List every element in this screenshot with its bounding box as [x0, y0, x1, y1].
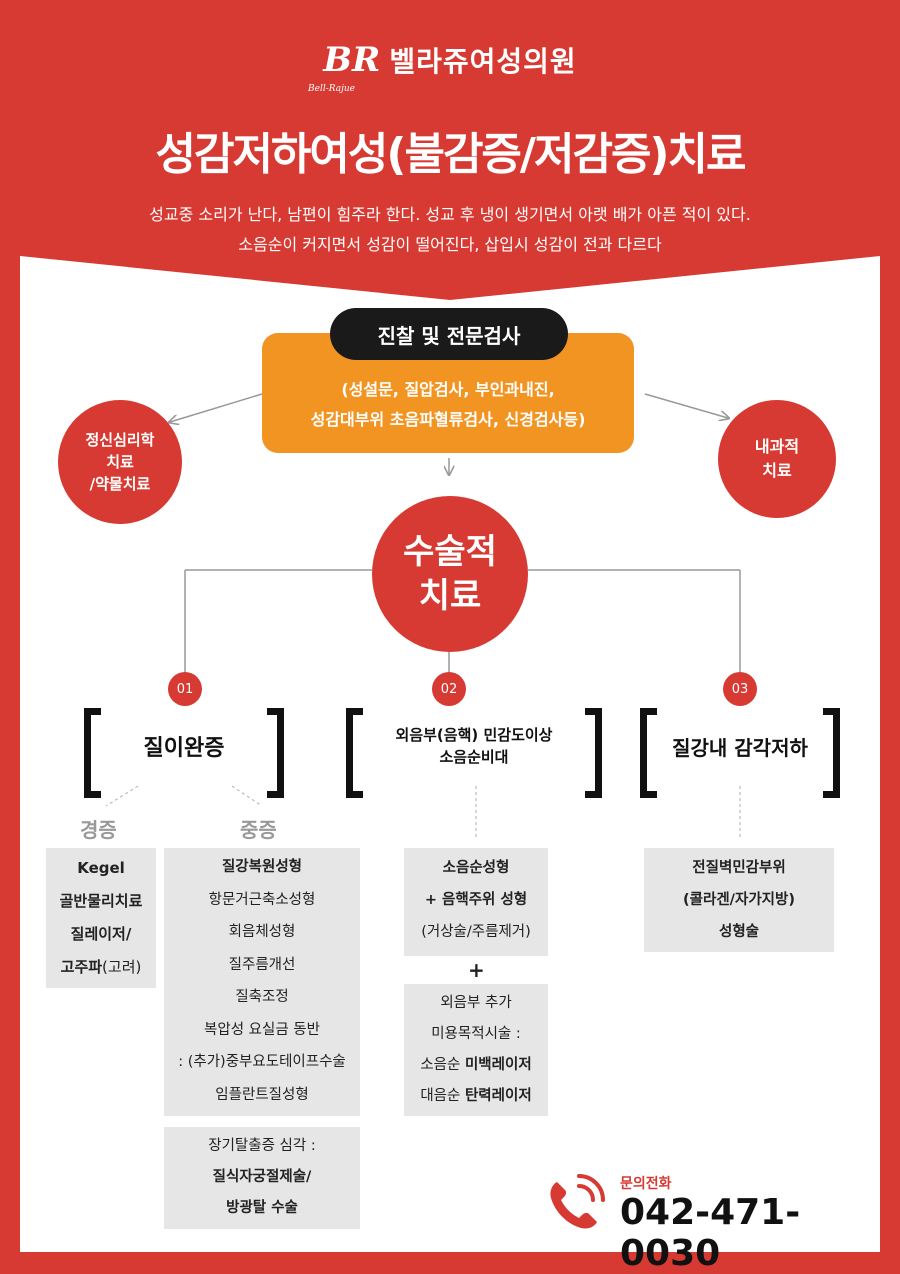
plus-sign: +: [468, 958, 485, 982]
severity-severe: 중증: [240, 818, 277, 842]
badge-02: 02: [432, 672, 466, 706]
arrow-to-medical: [644, 393, 728, 418]
vulva-line-3-bold: 미백레이저: [464, 1057, 532, 1073]
gspot-line-1: 전질벽민감부위: [692, 860, 786, 876]
phone-icon[interactable]: [543, 1172, 607, 1236]
severe-item-7: 임플란트질성형: [215, 1086, 309, 1103]
vulva-line-3: 소음순 미백레이저: [404, 1050, 548, 1081]
vulva-treatment-box: 외음부 추가 미용목적시술 : 소음순 미백레이저 대음순 탄력레이저: [404, 984, 548, 1116]
mild-treatment-box: Kegel 골반물리치료 질레이저/ 고주파(고려): [46, 848, 156, 988]
labia-line-2: + 음핵주위 성형: [424, 892, 528, 908]
surgery-line-2: 치료: [418, 576, 482, 616]
psych-line-2: 치료: [106, 453, 134, 471]
contact-label: 문의전화: [620, 1176, 672, 1192]
branch-02-line-1: 외음부(음핵) 민감도이상: [395, 726, 553, 744]
mild-item-1: Kegel: [77, 859, 125, 877]
prolapse-line-2: 질식자궁절제술/: [212, 1169, 312, 1185]
branch-01-label: 질이완증: [143, 736, 225, 761]
branch-vulva-sensitivity[interactable]: 외음부(음핵) 민감도이상 소음순비대: [346, 708, 602, 798]
severe-item-4: 질축조정: [235, 989, 289, 1005]
contact-phone[interactable]: 042-471-0030: [620, 1192, 801, 1274]
medical-treatment-circle[interactable]: 내과적 치료: [718, 400, 836, 518]
severe-item-5: 복압성 요실금 동반: [204, 1021, 320, 1038]
labia-treatment-box: 소음순성형 + 음핵주위 성형 (거상술/주름제거): [404, 848, 548, 956]
symptom-description: 성교중 소리가 난다, 남편이 힘주라 한다. 성교 후 냉이 생기면서 아랫 …: [0, 200, 900, 260]
severe-item-2: 회음체성형: [228, 924, 296, 940]
clinic-name: 벨라쥬여성의원: [389, 45, 577, 78]
vulva-line-3-normal: 소음순: [420, 1057, 465, 1073]
surgery-line-1: 수술적: [403, 532, 497, 572]
psych-line-3: /약물치료: [89, 475, 151, 493]
dash-mild: [105, 785, 139, 807]
psych-line-1: 정신심리학: [85, 431, 155, 449]
symptom-line-1: 성교중 소리가 난다, 남편이 힘주라 한다. 성교 후 냉이 생기면서 아랫 …: [149, 205, 751, 224]
vulva-line-2: 미용목적시술 :: [431, 1026, 521, 1042]
labia-line-1: 소음순성형: [442, 860, 510, 876]
severe-item-3: 질주름개선: [228, 956, 296, 973]
vulva-line-1: 외음부 추가: [440, 995, 512, 1011]
exam-line-1: (성설문, 질압검사, 부인과내진,: [341, 380, 555, 399]
dash-severe: [231, 785, 263, 807]
gspot-line-3: 성형술: [718, 924, 760, 940]
vulva-line-4-normal: 대음순: [420, 1088, 465, 1104]
mild-item-2: 골반물리치료: [59, 892, 143, 910]
labia-line-3: (거상술/주름제거): [421, 924, 531, 940]
exam-pill[interactable]: 진찰 및 전문검사: [330, 308, 568, 360]
exam-line-2: 성감대부위 초음파혈류검사, 신경검사등): [310, 410, 586, 429]
vulva-line-4: 대음순 탄력레이저: [404, 1081, 548, 1112]
medical-line-1: 내과적: [754, 437, 800, 456]
branch-vaginal-laxity[interactable]: 질이완증: [84, 708, 284, 798]
mild-item-4: 고주파(고려): [46, 951, 156, 984]
gspot-line-2: (콜라겐/자가지방): [683, 892, 795, 908]
symptom-line-2: 소음순이 커지면서 성감이 떨어진다, 삽입시 성감이 전과 다르다: [238, 235, 662, 254]
severity-mild: 경증: [80, 818, 117, 842]
logo-mark: BR: [323, 40, 381, 80]
arrow-to-psych: [170, 393, 263, 422]
page-title: 성감저하여성(불감증/저감증)치료: [155, 129, 746, 180]
badge-03: 03: [723, 672, 757, 706]
severe-treatment-box: 질강복원성형 항문거근축소성형 회음체성형 질주름개선 질축조정 복압성 요실금…: [164, 848, 360, 1116]
prolapse-line-3: 방광탈 수술: [226, 1200, 298, 1216]
branch-02-line-2: 소음순비대: [439, 748, 509, 766]
vulva-line-4-bold: 탄력레이저: [464, 1088, 532, 1104]
surgery-circle[interactable]: 수술적 치료: [372, 496, 528, 652]
branch-intravaginal[interactable]: 질강내 감각저하: [640, 708, 840, 798]
badge-01: 01: [168, 672, 202, 706]
prolapse-treatment-box: 장기탈출증 심각 : 질식자궁절제술/ 방광탈 수술: [164, 1127, 360, 1229]
mild-item-3: 질레이저/: [70, 925, 132, 943]
psych-treatment-circle[interactable]: 정신심리학 치료 /약물치료: [58, 400, 182, 524]
mild-item-4-normal: (고려): [102, 958, 142, 976]
severe-title: 질강복원성형: [221, 859, 303, 875]
clinic-logo[interactable]: BR 벨라쥬여성의원: [0, 40, 900, 80]
severe-item-6: : (추가)중부요도테이프수술: [178, 1054, 346, 1070]
prolapse-line-1: 장기탈출증 심각 :: [208, 1138, 316, 1154]
medical-line-2: 치료: [762, 461, 792, 480]
severe-item-1: 항문거근축소성형: [208, 891, 316, 908]
mild-item-4-bold: 고주파: [60, 958, 103, 976]
logo-subtext: Bell-Rajue: [308, 84, 355, 94]
gspot-treatment-box: 전질벽민감부위 (콜라겐/자가지방) 성형술: [644, 848, 834, 952]
branch-03-label: 질강내 감각저하: [672, 735, 808, 760]
